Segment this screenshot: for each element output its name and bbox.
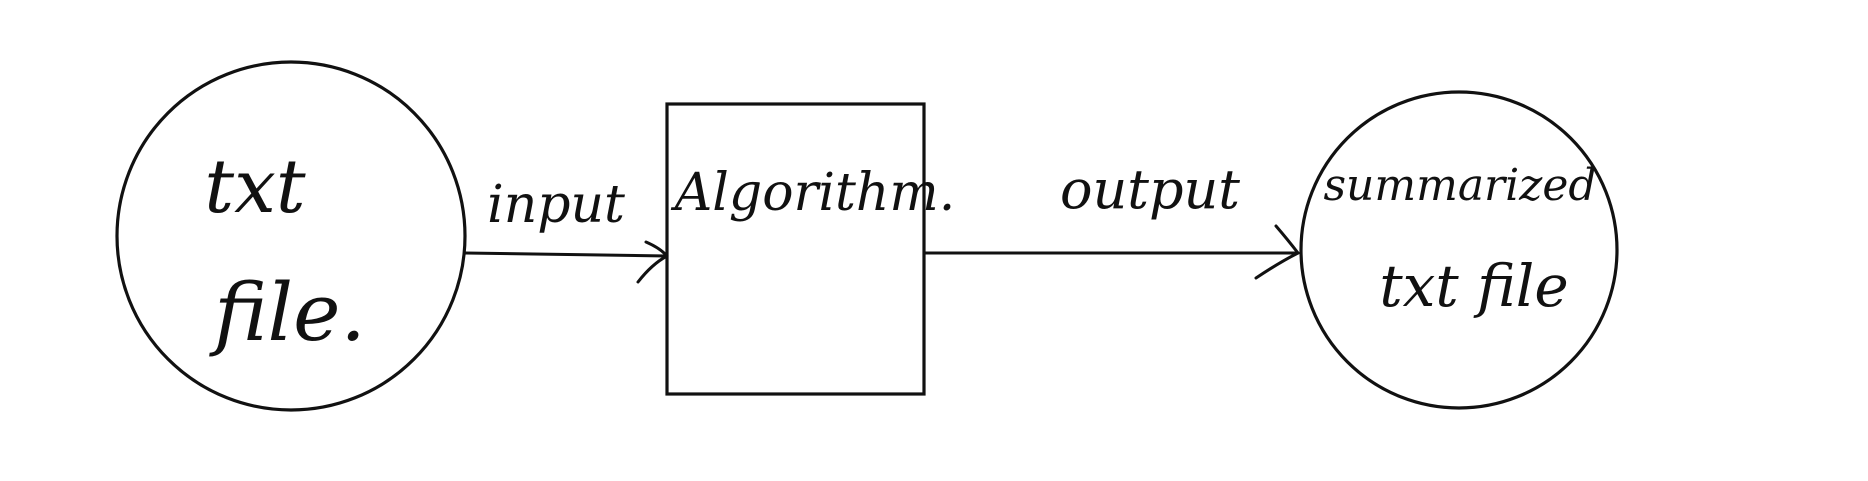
algorithm-label: Algorithm.	[671, 163, 956, 223]
output-file-node: summarized txt file	[1299, 90, 1619, 410]
input-edge-label: input	[487, 175, 625, 235]
input-edge: input	[463, 175, 669, 284]
input-arrowhead	[636, 240, 669, 284]
algorithm-box	[665, 102, 926, 396]
output-file-circle	[1299, 90, 1619, 410]
output-file-label-line2: txt file	[1379, 252, 1568, 320]
input-file-label-line1: txt	[204, 144, 305, 230]
input-file-label-line2: file.	[209, 266, 366, 359]
input-file-node: txt file.	[115, 60, 467, 412]
output-edge: output	[922, 158, 1300, 280]
output-arrowhead	[1254, 224, 1300, 280]
algorithm-node: Algorithm.	[665, 102, 956, 396]
input-arrow-line	[463, 251, 669, 258]
output-edge-label: output	[1060, 158, 1240, 221]
input-file-circle	[115, 60, 467, 412]
output-file-label-line1: summarized	[1323, 160, 1596, 211]
